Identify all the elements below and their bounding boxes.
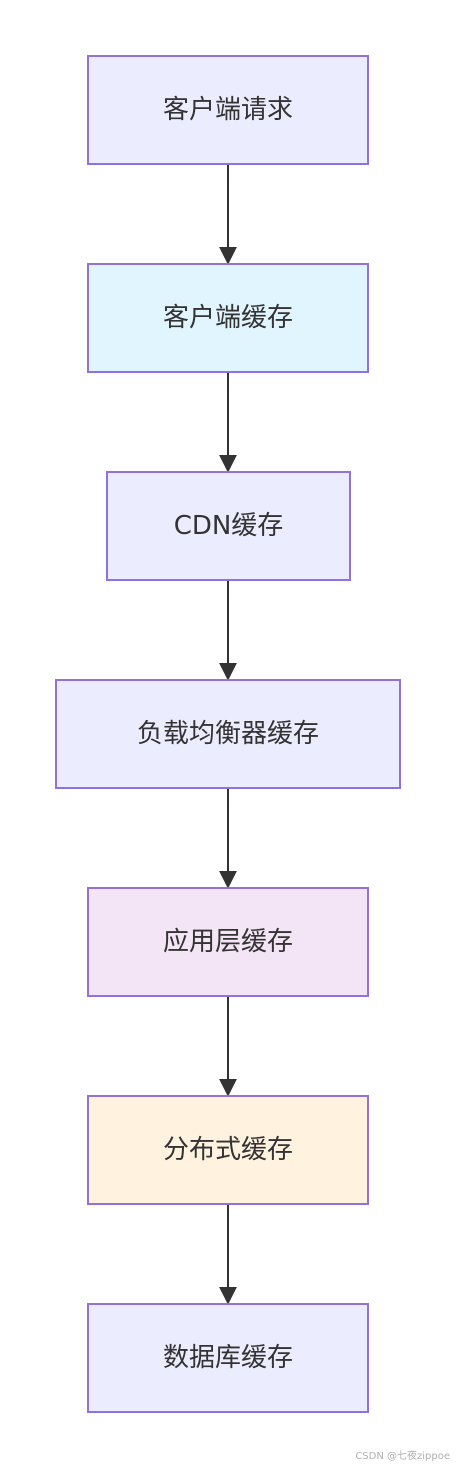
node-label: 数据库缓存 xyxy=(163,1343,293,1373)
node-n2: 客户端缓存 xyxy=(87,263,369,373)
node-n1: 客户端请求 xyxy=(87,55,369,165)
watermark: CSDN @七夜zippoe xyxy=(355,1451,450,1462)
node-box xyxy=(87,887,369,997)
node-n6: 分布式缓存 xyxy=(87,1095,369,1205)
node-label: 客户端缓存 xyxy=(163,303,293,333)
node-n7: 数据库缓存 xyxy=(87,1303,369,1413)
node-box xyxy=(87,263,369,373)
node-label: 负载均衡器缓存 xyxy=(137,719,319,749)
node-box xyxy=(106,471,351,581)
node-box xyxy=(87,1303,369,1413)
node-box xyxy=(55,679,401,789)
node-label: 分布式缓存 xyxy=(163,1135,293,1165)
node-n3: CDN缓存 xyxy=(106,471,351,581)
node-n5: 应用层缓存 xyxy=(87,887,369,997)
node-box xyxy=(87,55,369,165)
node-label: CDN缓存 xyxy=(174,511,284,541)
node-label: 客户端请求 xyxy=(163,95,293,125)
node-label: 应用层缓存 xyxy=(163,927,293,957)
node-n4: 负载均衡器缓存 xyxy=(55,679,401,789)
node-box xyxy=(87,1095,369,1205)
